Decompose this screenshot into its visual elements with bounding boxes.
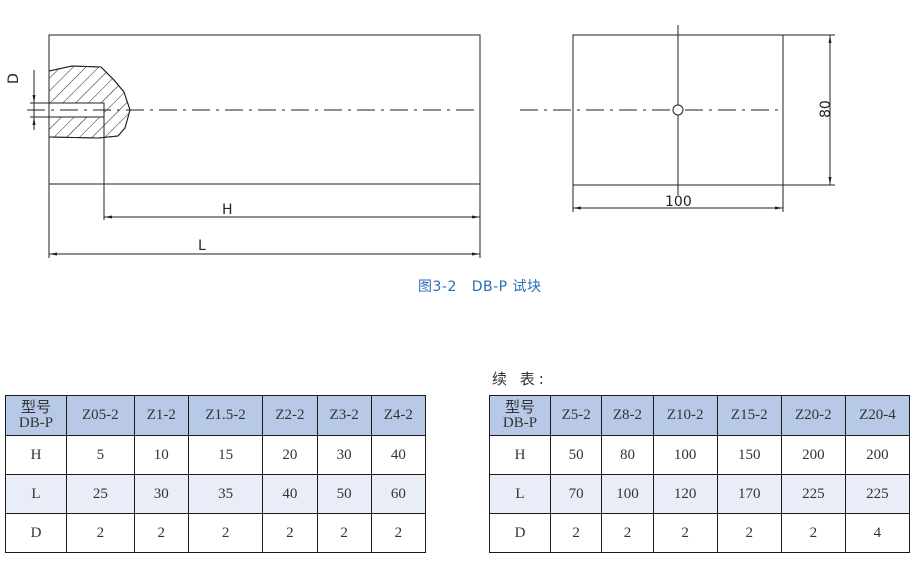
cell: 40: [370, 435, 427, 475]
cell: 80: [601, 435, 654, 475]
column-header: Z8-2: [601, 395, 654, 436]
cell: 170: [716, 474, 782, 514]
cell: 70: [549, 474, 603, 514]
row-label: L: [5, 474, 67, 514]
model-header-line2: DB-P: [502, 414, 538, 431]
column-header: Z15-2: [716, 395, 782, 436]
cell: 2: [370, 513, 427, 553]
column-header: Z20-4: [844, 395, 911, 436]
cell: 10: [133, 435, 189, 475]
cell: 35: [187, 474, 264, 514]
cell: 200: [780, 435, 846, 475]
cell: 2: [316, 513, 372, 553]
cell: 2: [652, 513, 718, 553]
table-row: L 25 30 35 40 50 60: [5, 474, 427, 514]
column-header: Z1-2: [133, 395, 189, 436]
cell: 30: [316, 435, 372, 475]
cell: 2: [780, 513, 846, 553]
table-row: H 5 10 15 20 30 40: [5, 435, 427, 475]
cell: 4: [844, 513, 911, 553]
cell: 50: [316, 474, 372, 514]
column-header: Z4-2: [370, 395, 427, 436]
cell: 40: [262, 474, 318, 514]
column-header: Z3-2: [316, 395, 372, 436]
cell: 120: [652, 474, 718, 514]
cell: 20: [262, 435, 318, 475]
cell: 225: [844, 474, 911, 514]
cell: 15: [187, 435, 264, 475]
model-header-line2: DB-P: [18, 414, 54, 431]
cell: 2: [262, 513, 318, 553]
cell: 30: [133, 474, 189, 514]
table-row: L 70 100 120 170 225 225: [489, 474, 911, 514]
cell: 2: [716, 513, 782, 553]
row-label: L: [489, 474, 551, 514]
cell: 100: [601, 474, 654, 514]
row-label: D: [5, 513, 67, 553]
cell: 2: [549, 513, 603, 553]
model-header-line1: 型号: [504, 399, 535, 416]
cell: 50: [549, 435, 603, 475]
row-label: H: [489, 435, 551, 475]
figure-caption: 图3-2 DB-P 试块: [418, 279, 542, 295]
dim-label-height: 80: [818, 100, 834, 118]
cell: 25: [66, 474, 135, 514]
cell: 5: [66, 435, 135, 475]
dim-label-l: L: [198, 238, 206, 254]
section-hatch: [48, 65, 131, 139]
table-row: D 2 2 2 2 2 4: [489, 513, 911, 553]
model-header-line1: 型号: [20, 399, 51, 416]
hole-circle: [672, 104, 684, 116]
column-header: Z5-2: [549, 395, 603, 436]
cell: 2: [133, 513, 189, 553]
row-label: H: [5, 435, 67, 475]
cell: 100: [652, 435, 718, 475]
dim-label-h: H: [222, 202, 233, 218]
dim-label-width: 100: [665, 194, 692, 210]
column-header: Z05-2: [66, 395, 135, 436]
column-header: Z20-2: [780, 395, 846, 436]
cell: 2: [601, 513, 654, 553]
table-row: D 2 2 2 2 2 2: [5, 513, 427, 553]
technical-drawing: D H L 100 80: [6, 25, 835, 258]
cell: 225: [780, 474, 846, 514]
cell: 2: [66, 513, 135, 553]
cell: 60: [370, 474, 427, 514]
table-row: H 50 80 100 150 200 200: [489, 435, 911, 475]
column-header: Z1.5-2: [187, 395, 264, 436]
cell: 2: [187, 513, 264, 553]
column-header: Z2-2: [262, 395, 318, 436]
continued-table-label: 续 表:: [492, 370, 548, 388]
cell: 150: [716, 435, 782, 475]
dim-label-d: D: [6, 73, 22, 84]
cell: 200: [844, 435, 911, 475]
row-label: D: [489, 513, 551, 553]
column-header: Z10-2: [652, 395, 718, 436]
